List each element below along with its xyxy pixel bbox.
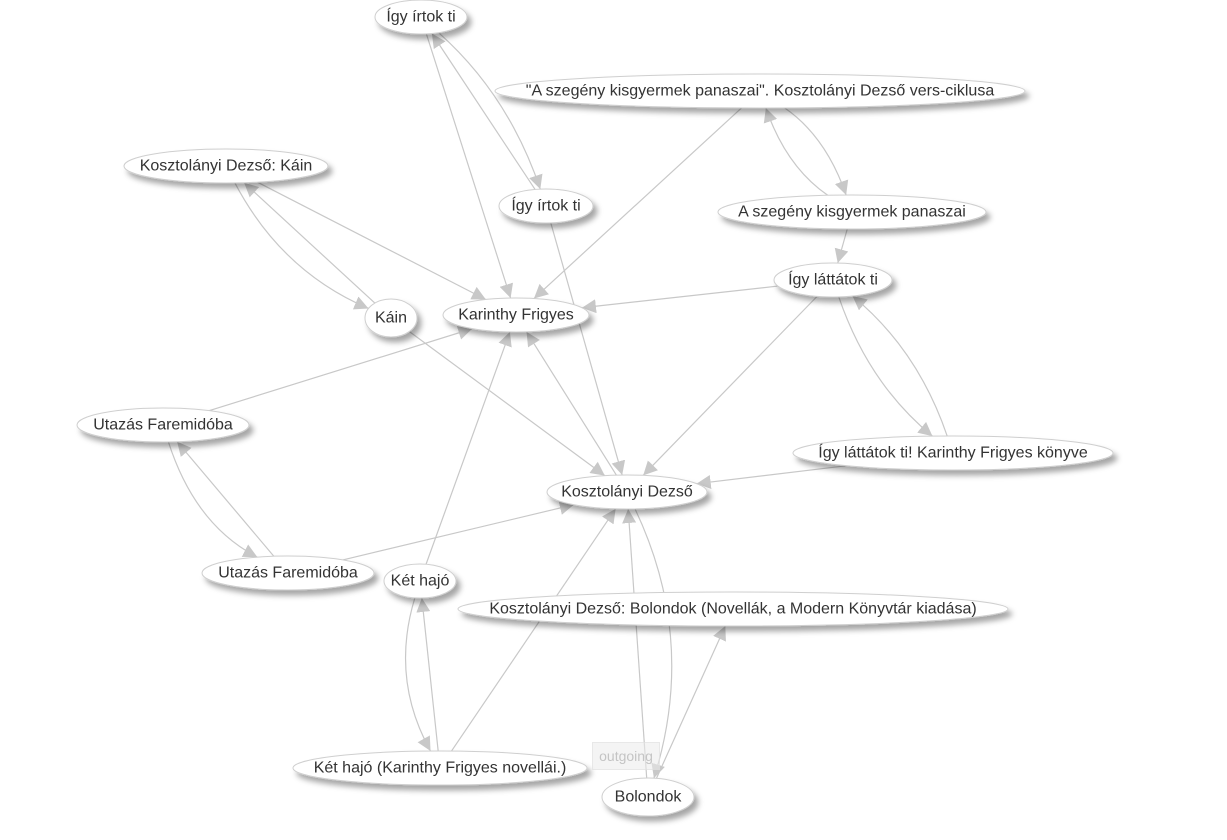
edge-n13-n8 bbox=[425, 331, 512, 565]
node-ellipse bbox=[374, 0, 468, 35]
edge-n6-n10 bbox=[838, 296, 933, 437]
node-label: Így írtok ti bbox=[511, 196, 580, 215]
edge-n5-n6 bbox=[834, 228, 849, 264]
edge-n12-n9 bbox=[176, 441, 275, 557]
graph-node-n8[interactable]: Karinthy Frigyes bbox=[442, 297, 590, 333]
graph-node-n3[interactable]: Kosztolányi Dezső: Káin bbox=[123, 148, 329, 184]
node-ellipse bbox=[442, 297, 590, 333]
edge-n10-n11 bbox=[696, 465, 847, 489]
node-label: A szegény kisgyermek panaszai bbox=[738, 204, 966, 221]
node-ellipse bbox=[292, 750, 588, 786]
graph-node-n14[interactable]: Kosztolányi Dezső: Bolondok (Novellák, a… bbox=[457, 591, 1009, 627]
edge-n15-n13 bbox=[416, 597, 439, 752]
graph-node-n6[interactable]: Így láttátok ti bbox=[773, 262, 893, 298]
graph-node-n4[interactable]: Így írtok ti bbox=[498, 188, 594, 224]
edge-n5-n2 bbox=[763, 107, 829, 196]
node-ellipse bbox=[773, 262, 893, 298]
edge-n13-n15 bbox=[404, 597, 432, 752]
edge-n16-n11 bbox=[622, 508, 648, 779]
graph-node-n10[interactable]: Így láttátok ti! Karinthy Frigyes könyve bbox=[792, 435, 1114, 471]
edge-n12-n11 bbox=[342, 501, 574, 561]
edge-n6-n11 bbox=[642, 295, 818, 476]
graph-node-n5[interactable]: A szegény kisgyermek panaszai bbox=[717, 194, 987, 230]
node-label: Kosztolányi Dezső: Bolondok (Novellák, a… bbox=[489, 601, 976, 618]
edge-n7-n11 bbox=[408, 331, 606, 477]
node-ellipse bbox=[201, 555, 375, 591]
edge-n11-n8 bbox=[526, 331, 617, 476]
edge-n11-n16 bbox=[634, 508, 673, 779]
edge-n10-n6 bbox=[852, 295, 948, 437]
graph-node-n13[interactable]: Két hajó bbox=[383, 563, 457, 599]
node-ellipse bbox=[546, 474, 708, 510]
tooltip-outgoing: outgoing bbox=[592, 742, 660, 770]
node-label: Karinthy Frigyes bbox=[458, 307, 574, 324]
graph-node-n15[interactable]: Két hajó (Karinthy Frigyes novellái.) bbox=[292, 750, 588, 786]
node-label: Kosztolányi Dezső: Káin bbox=[140, 158, 313, 175]
graph-node-n2[interactable]: "A szegény kisgyermek panaszai". Kosztol… bbox=[494, 73, 1026, 109]
graph-node-n1[interactable]: Így írtok ti bbox=[374, 0, 468, 35]
nodes-layer: Így írtok ti "A szegény kisgyermek panasz… bbox=[76, 0, 1114, 817]
edge-n6-n8 bbox=[581, 285, 778, 314]
node-label: "A szegény kisgyermek panaszai". Kosztol… bbox=[526, 83, 995, 100]
node-label: Kosztolányi Dezső bbox=[561, 484, 693, 501]
node-label: Két hajó bbox=[391, 573, 450, 590]
node-label: Így láttátok ti! Karinthy Frigyes könyve bbox=[818, 443, 1088, 462]
node-label: Így láttátok ti bbox=[788, 270, 878, 289]
node-label: Utazás Faremidóba bbox=[93, 417, 233, 434]
edge-n1-n4 bbox=[438, 32, 543, 190]
graph-node-n11[interactable]: Kosztolányi Dezső bbox=[546, 474, 708, 510]
node-label: Káin bbox=[375, 310, 407, 327]
node-ellipse bbox=[383, 563, 457, 599]
graph-node-n9[interactable]: Utazás Faremidóba bbox=[76, 407, 250, 443]
edge-n3-n7 bbox=[234, 182, 369, 310]
node-ellipse bbox=[792, 435, 1114, 471]
node-ellipse bbox=[601, 777, 695, 817]
edge-n16-n14 bbox=[655, 625, 726, 779]
node-label: Utazás Faremidóba bbox=[218, 565, 358, 582]
edge-n15-n11 bbox=[450, 508, 617, 752]
node-ellipse bbox=[123, 148, 329, 184]
node-label: Két hajó (Karinthy Frigyes novellái.) bbox=[314, 760, 567, 777]
node-ellipse bbox=[76, 407, 250, 443]
node-ellipse bbox=[457, 591, 1009, 627]
node-ellipse bbox=[364, 298, 418, 338]
edge-n4-n1 bbox=[431, 33, 536, 190]
graph-node-n7[interactable]: Káin bbox=[364, 298, 418, 338]
node-label: Bolondok bbox=[615, 789, 683, 806]
node-ellipse bbox=[494, 73, 1026, 109]
node-ellipse bbox=[498, 188, 594, 224]
edge-n9-n8 bbox=[208, 326, 473, 412]
edge-n2-n5 bbox=[784, 107, 849, 196]
edge-n9-n12 bbox=[167, 441, 258, 558]
graph-node-n16[interactable]: Bolondok bbox=[601, 777, 695, 817]
graph-node-n12[interactable]: Utazás Faremidóba bbox=[201, 555, 375, 591]
edge-n7-n3 bbox=[243, 182, 376, 304]
edge-n2-n8 bbox=[533, 107, 742, 299]
edge-n4-n11 bbox=[550, 222, 626, 476]
edge-n3-n8 bbox=[257, 181, 487, 301]
node-ellipse bbox=[717, 194, 987, 230]
edges-layer bbox=[167, 32, 948, 779]
node-label: Így írtok ti bbox=[386, 7, 455, 26]
edge-n1-n8 bbox=[425, 33, 514, 299]
